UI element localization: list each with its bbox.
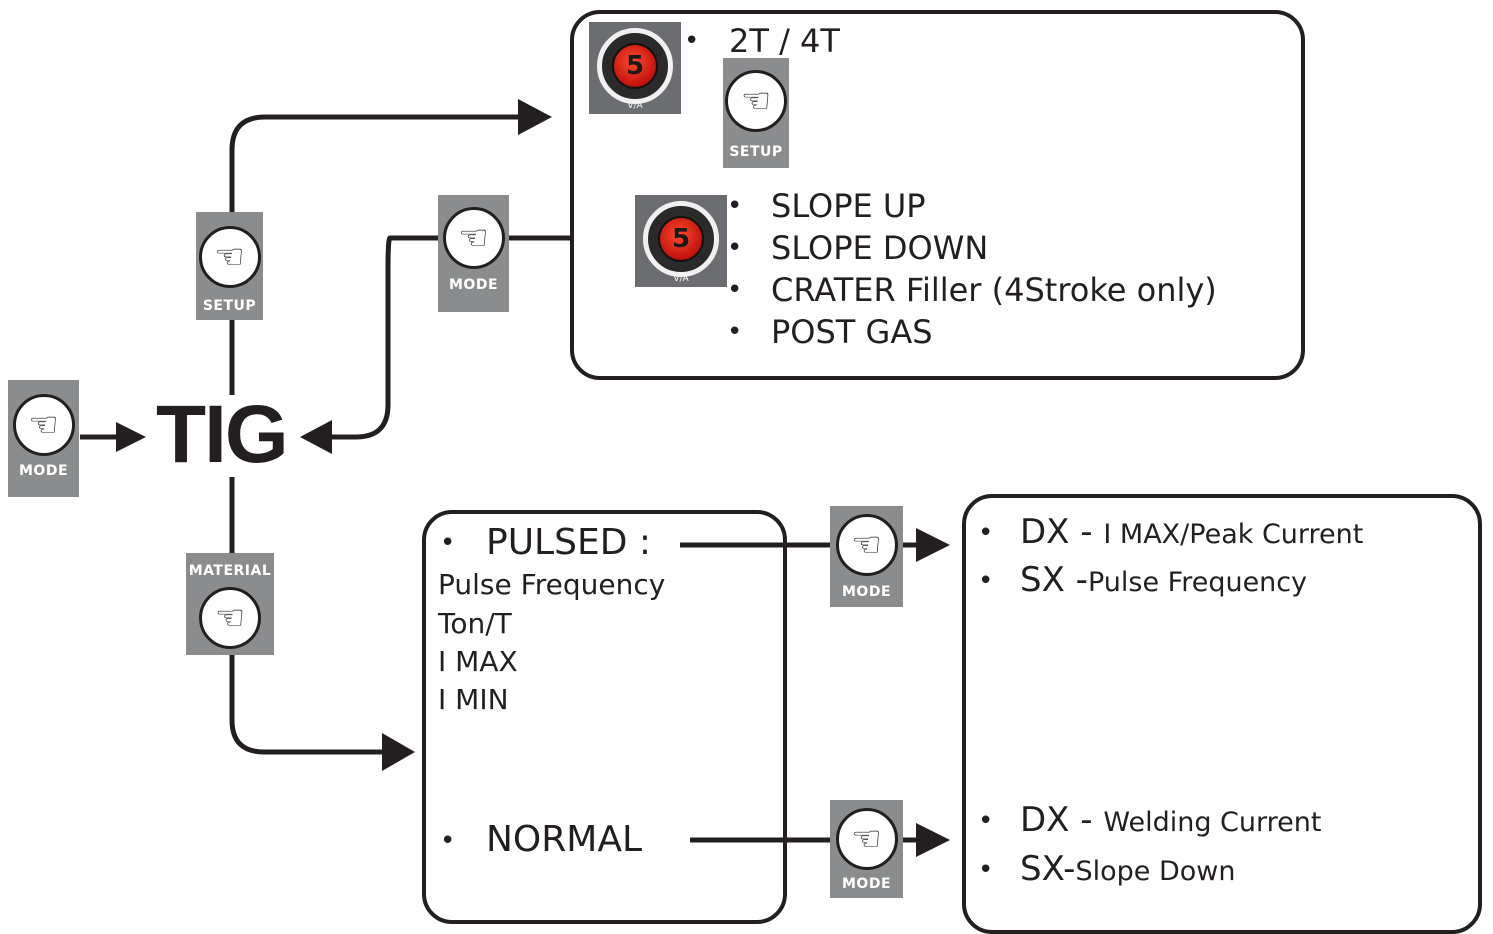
- bullet: •: [727, 233, 743, 263]
- pulsed-dx-row: DX - I MAX/Peak Current: [1020, 512, 1363, 552]
- button-caption: SETUP: [202, 298, 257, 314]
- pulsed-title: PULSED :: [486, 522, 652, 563]
- bullet: •: [978, 806, 994, 836]
- dx-key: DX -: [1020, 800, 1104, 840]
- button-caption: MODE: [841, 876, 892, 892]
- mode-button-upper[interactable]: ☜ MODE: [438, 195, 509, 312]
- mode-2t-4t: 2T / 4T: [729, 22, 840, 60]
- button-caption: SETUP: [729, 144, 783, 160]
- button-caption: MODE: [841, 584, 892, 600]
- bullet: •: [440, 826, 456, 856]
- mode-button-pulsed[interactable]: ☜ MODE: [830, 506, 903, 607]
- bullet: •: [684, 26, 700, 56]
- button-caption: MATERIAL: [188, 563, 272, 579]
- pointing-hand-icon: ☜: [442, 207, 505, 269]
- pulsed-param: I MIN: [438, 683, 509, 716]
- bullet: •: [727, 191, 743, 221]
- pulsed-sx-row: SX -Pulse Frequency: [1020, 560, 1307, 600]
- pointing-hand-icon: ☜: [199, 587, 261, 649]
- pulsed-param: Ton/T: [438, 607, 512, 640]
- normal-sx-row: SX-Slope Down: [1020, 849, 1235, 889]
- encoder-knob-icon[interactable]: 5 V/A: [635, 195, 727, 287]
- setting-crater-filler: CRATER Filler (4Stroke only): [771, 271, 1217, 309]
- setting-slope-up: SLOPE UP: [771, 187, 926, 225]
- knob-value: 5: [671, 224, 691, 254]
- bullet: •: [727, 275, 743, 305]
- pointing-hand-icon: ☜: [835, 514, 898, 576]
- bullet: •: [440, 528, 456, 558]
- button-caption: MODE: [448, 277, 499, 293]
- setting-post-gas: POST GAS: [771, 313, 933, 351]
- pointing-hand-icon: ☜: [725, 70, 787, 132]
- setting-slope-down: SLOPE DOWN: [771, 229, 989, 267]
- pointing-hand-icon: ☜: [198, 226, 261, 288]
- material-button[interactable]: MATERIAL ☜: [186, 553, 274, 655]
- mode-button-main[interactable]: ☜ MODE: [8, 380, 79, 497]
- encoder-knob-icon[interactable]: 5 V/A: [589, 22, 681, 114]
- sx-value: Slope Down: [1075, 856, 1236, 887]
- bullet: •: [978, 518, 994, 548]
- mode-selection-box: [422, 510, 787, 924]
- sx-key: SX -: [1020, 560, 1088, 600]
- dx-key: DX -: [1020, 512, 1104, 552]
- bullet: •: [978, 855, 994, 885]
- upper-settings-box: [570, 10, 1305, 380]
- normal-title: NORMAL: [486, 819, 643, 860]
- dx-value: Welding Current: [1103, 807, 1322, 838]
- knob-value: 5: [625, 51, 645, 81]
- sx-value: Pulse Frequency: [1087, 567, 1308, 598]
- mode-button-normal[interactable]: ☜ MODE: [830, 800, 903, 898]
- button-caption: MODE: [18, 463, 69, 479]
- pulsed-param: I MAX: [438, 645, 518, 678]
- knob-unit: V/A: [673, 274, 689, 284]
- setup-button-box[interactable]: ☜ SETUP: [723, 58, 789, 168]
- dx-value: I MAX/Peak Current: [1103, 519, 1364, 550]
- pointing-hand-icon: ☜: [835, 808, 898, 870]
- bullet: •: [978, 566, 994, 596]
- pulsed-param: Pulse Frequency: [438, 568, 666, 601]
- normal-dx-row: DX - Welding Current: [1020, 800, 1321, 840]
- bullet: •: [727, 317, 743, 347]
- sx-key: SX-: [1020, 849, 1076, 889]
- tig-label: TIG: [156, 389, 289, 480]
- knob-unit: V/A: [627, 101, 643, 111]
- pointing-hand-icon: ☜: [12, 394, 75, 456]
- setup-button[interactable]: ☜ SETUP: [196, 212, 263, 320]
